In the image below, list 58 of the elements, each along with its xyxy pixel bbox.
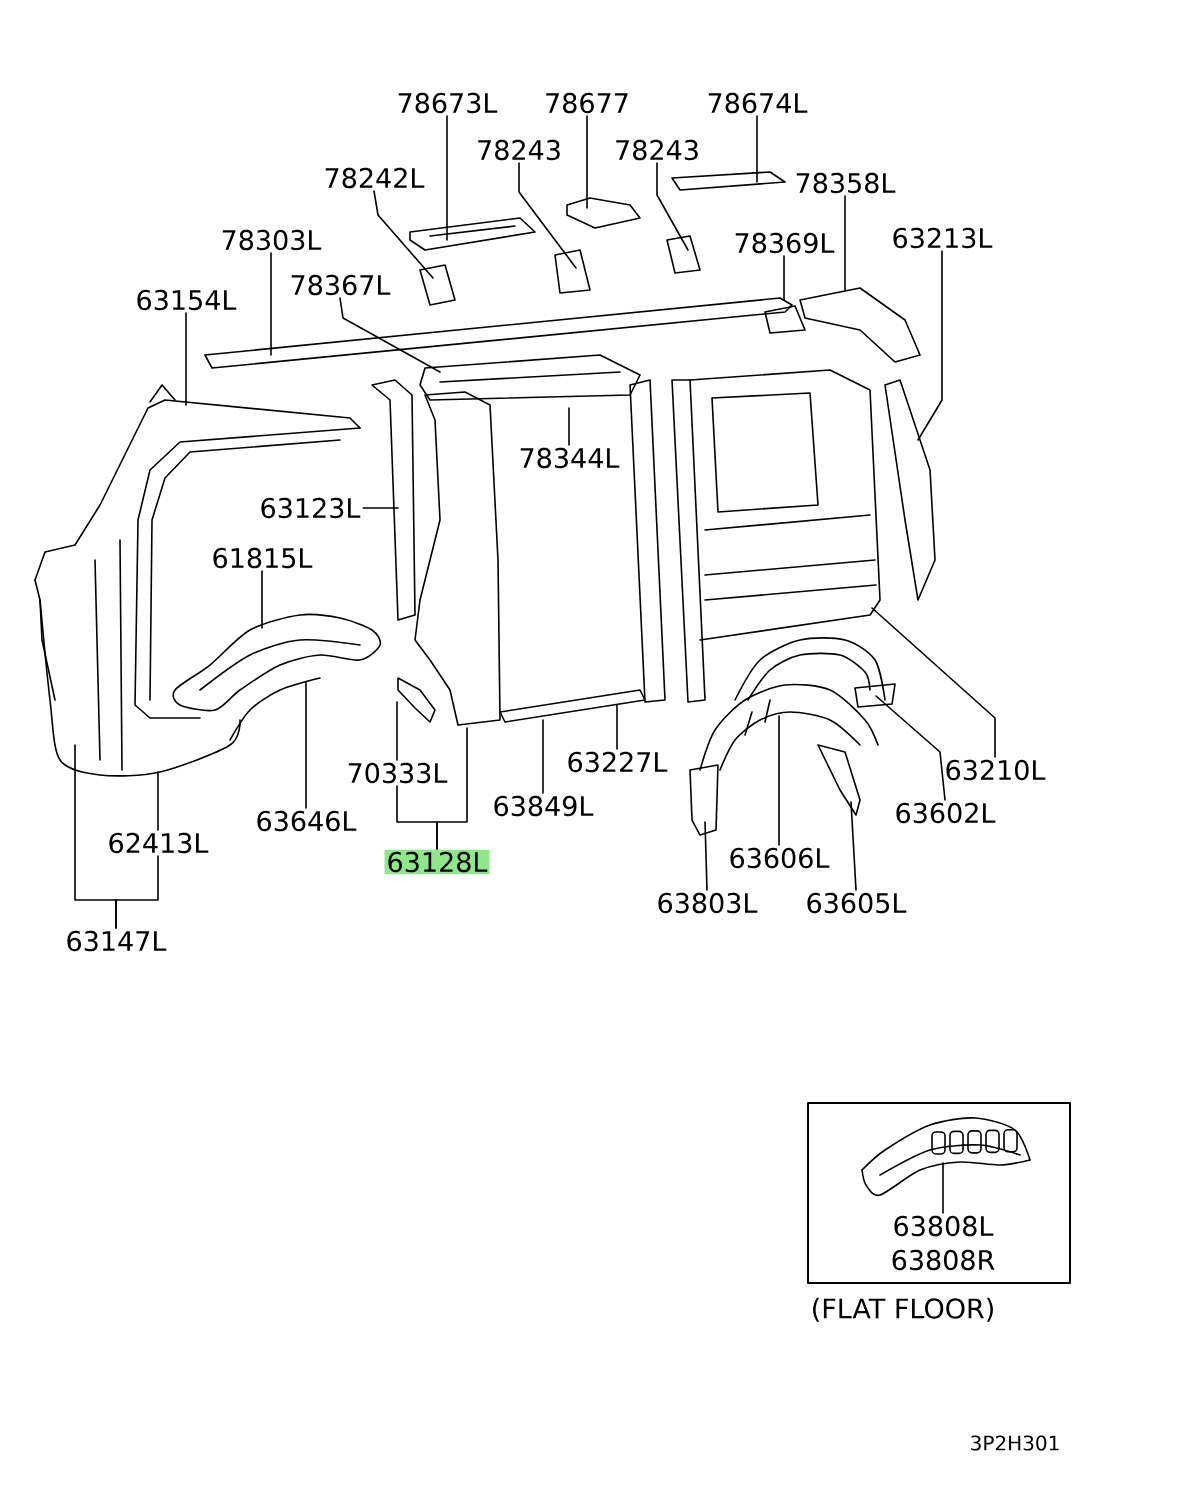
leader-line [542, 719, 544, 794]
leader-line [305, 681, 307, 809]
part-number: 63605L [807, 892, 907, 914]
node-label: (FLAT FLOOR) [813, 1297, 993, 1322]
part-number: 78344L [520, 447, 620, 469]
part-number: 63803L [658, 892, 758, 914]
leader-line [185, 312, 187, 406]
part-number: 63849L [494, 795, 594, 817]
leader-line [704, 821, 708, 891]
part-number: 78369L [735, 232, 835, 254]
part-number: 70333L [348, 762, 448, 784]
leader-line [373, 190, 434, 279]
part-number: 63602L [896, 802, 996, 824]
part-number: 78243 [616, 139, 698, 161]
part-number: 78243 [478, 139, 560, 161]
leader-line [270, 252, 272, 356]
part-number: 78367L [291, 274, 391, 296]
leader-line [850, 801, 857, 891]
part-number: 63213L [893, 227, 993, 249]
part-number: 78303L [222, 229, 322, 251]
leader-line [518, 162, 577, 269]
leader-line [616, 704, 618, 750]
drawing-number: 3P2H301 [971, 1435, 1059, 1451]
part-number: 63147L [67, 930, 167, 952]
part-number: 63808L 63808R [892, 1215, 995, 1271]
leader-line [568, 407, 570, 446]
leader-line [339, 297, 441, 373]
leader-line [844, 195, 846, 291]
leader-line [586, 115, 588, 209]
part-number: 78677 [546, 92, 628, 114]
part-number: 63128L [384, 849, 490, 875]
leader-line [942, 1162, 944, 1214]
part-number: 61815L [213, 547, 313, 569]
leader-line [446, 115, 448, 241]
leader-line [115, 855, 159, 929]
leader-line [362, 507, 399, 509]
part-number: 63646L [257, 810, 357, 832]
part-number: 63606L [730, 847, 830, 869]
leader-line [656, 162, 689, 251]
leader-line [917, 250, 943, 441]
part-number: 62413L [109, 832, 209, 854]
leader-line [875, 695, 946, 801]
part-number: 78358L [796, 172, 896, 194]
part-number: 63227L [568, 751, 668, 773]
part-number: 78674L [708, 92, 808, 114]
leader-line [261, 570, 263, 629]
leader-line [756, 115, 758, 183]
part-number: 63154L [137, 289, 237, 311]
leader-line [157, 771, 159, 831]
part-number: 78242L [325, 167, 425, 189]
part-number: 63210L [946, 759, 1046, 781]
leader-line [783, 255, 785, 301]
leader-line [871, 607, 996, 758]
leader-line [778, 715, 780, 846]
part-number: 63123L [261, 497, 361, 519]
leader-line [436, 727, 468, 850]
leader-line [396, 701, 398, 761]
part-number: 78673L [398, 92, 498, 114]
